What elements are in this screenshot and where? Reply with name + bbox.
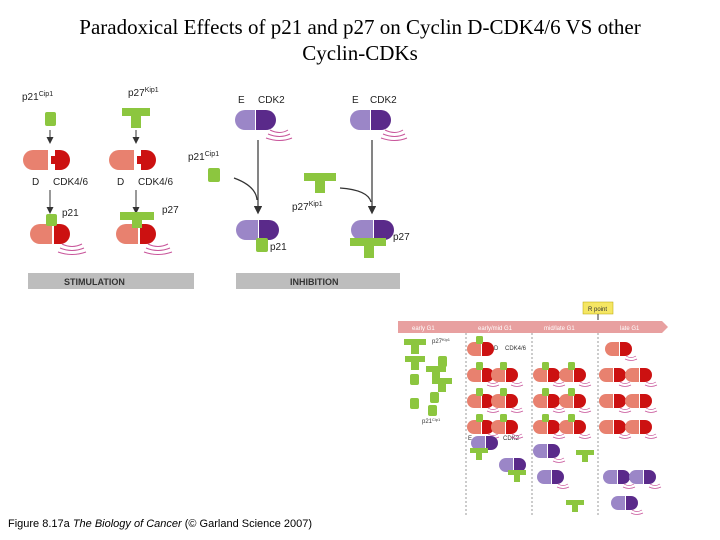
p27-bound-complex [116,212,173,255]
cdk2-label: CDK2 [370,95,397,106]
cyclin-d-cdk46-complex [467,388,500,413]
r-point-label: R point [588,307,607,313]
p27-label: p27 [162,205,179,216]
p27-inhibited-complex [350,220,394,258]
inhibition-bar [236,273,400,289]
cdk46-label: CDK4/6 [505,346,527,352]
cyclin-d-cdk46-complex [491,414,524,439]
caption-suffix: (© Garland Science 2007) [181,518,313,530]
cyclin-e-cdk2-complex [350,110,408,141]
p27-molecule [470,448,488,460]
figure-caption: Figure 8.17a The Biology of Cancer (© Ga… [8,518,312,530]
cyclin-e-cdk2-complex [629,470,662,489]
cdk46-label: CDK4/6 [53,177,88,188]
cyclin-d-cdk46-complex [599,420,632,439]
cyclin-d-cdk46-complex [559,388,592,413]
cyclin-d-cdk46-complex [467,362,500,387]
cyclin-d-cdk46-complex [533,362,566,387]
phase-bar [398,321,668,333]
cyclin-d-cdk46-complex [533,388,566,413]
caption-prefix: Figure 8.17a [8,518,73,530]
p27-molecule [122,108,150,128]
inhibition-panel: E CDK2 E CDK2 p21Cip1 p27Kip1 [188,95,410,289]
p27-label: p27Kip1 [128,87,159,99]
p27-molecule [576,450,594,462]
cyclin-e-cdk2-complex [499,458,526,472]
cyclin-d-cdk46-complex [491,388,524,413]
phase-label: early G1 [412,326,435,332]
cyclin-d-cdk46-complex [467,336,494,356]
p27-molecule [566,500,584,512]
cdk46-label: CDK4/6 [138,177,173,188]
p27-label: p27Kip1 [292,201,323,213]
cyclin-d-cdk46-complex [599,394,632,413]
p21-label: p21Cip1 [188,151,219,163]
cyclin-d-cdk46-complex [23,150,70,170]
cdk2-label: CDK2 [503,436,520,442]
p27-molecule [508,470,526,482]
cyclin-e-label: E [468,436,472,442]
cyclin-e-cdk2-complex [611,496,644,515]
p21-label: p21Cip1 [422,417,441,425]
p27-molecule [304,173,336,193]
cdk2-label: CDK2 [258,95,285,106]
cyclin-d-cdk46-complex [533,414,566,439]
cyclin-d-label: D [32,177,39,188]
stimulation-panel: p21Cip1 p27Kip1 D CDK4/6 D CDK4/6 p21 p2… [22,87,194,289]
stimulation-label: STIMULATION [64,277,125,287]
cyclin-d-cdk46-complex [559,362,592,387]
cyclin-e-cdk2-complex [533,444,566,463]
cyclin-d-cdk46-complex [625,420,658,439]
cyclin-e-cdk2-complex [471,436,498,450]
p21-label: p21Cip1 [22,91,53,103]
g1-timeline-panel: R point early G1 early/mid G1 mid/late G… [398,301,668,515]
phase-label: mid/late G1 [544,326,575,332]
phase-label: early/mid G1 [478,326,513,332]
cyclin-e-cdk2-complex [235,110,293,141]
p21-inhibited-complex [236,220,279,252]
cyclin-d-cdk46-complex [491,362,524,387]
cyclin-e-label: E [238,95,245,106]
timeline-complexes [467,336,662,515]
caption-book-title: The Biology of Cancer [72,518,182,530]
cyclin-d-label: D [494,346,499,352]
cyclin-d-cdk46-complex [625,368,658,387]
cyclin-d-cdk46-complex [625,394,658,413]
p21-bound-complex [30,214,87,255]
p21-label: p21 [62,208,79,219]
free-inhibitors [404,339,452,416]
p21-molecule [45,112,56,126]
cyclin-e-cdk2-complex [603,470,636,489]
cyclin-e-cdk2-complex [537,470,570,489]
p27-label: p27 [393,232,410,243]
cyclin-d-cdk46-complex [605,342,638,361]
cyclin-e-label: E [352,95,359,106]
p21-molecule [208,168,220,182]
page-title: Paradoxical Effects of p21 and p27 on Cy… [79,15,641,65]
cyclin-d-cdk46-complex [109,150,156,170]
p27-label: p27Kip1 [432,337,451,345]
cyclin-d-cdk46-complex [559,414,592,439]
cyclin-d-cdk46-complex [599,368,632,387]
inhibition-label: INHIBITION [290,277,339,287]
phase-label: late G1 [620,326,640,332]
cyclin-d-label: D [117,177,124,188]
p21-label: p21 [270,242,287,253]
stimulation-bar [28,273,194,289]
